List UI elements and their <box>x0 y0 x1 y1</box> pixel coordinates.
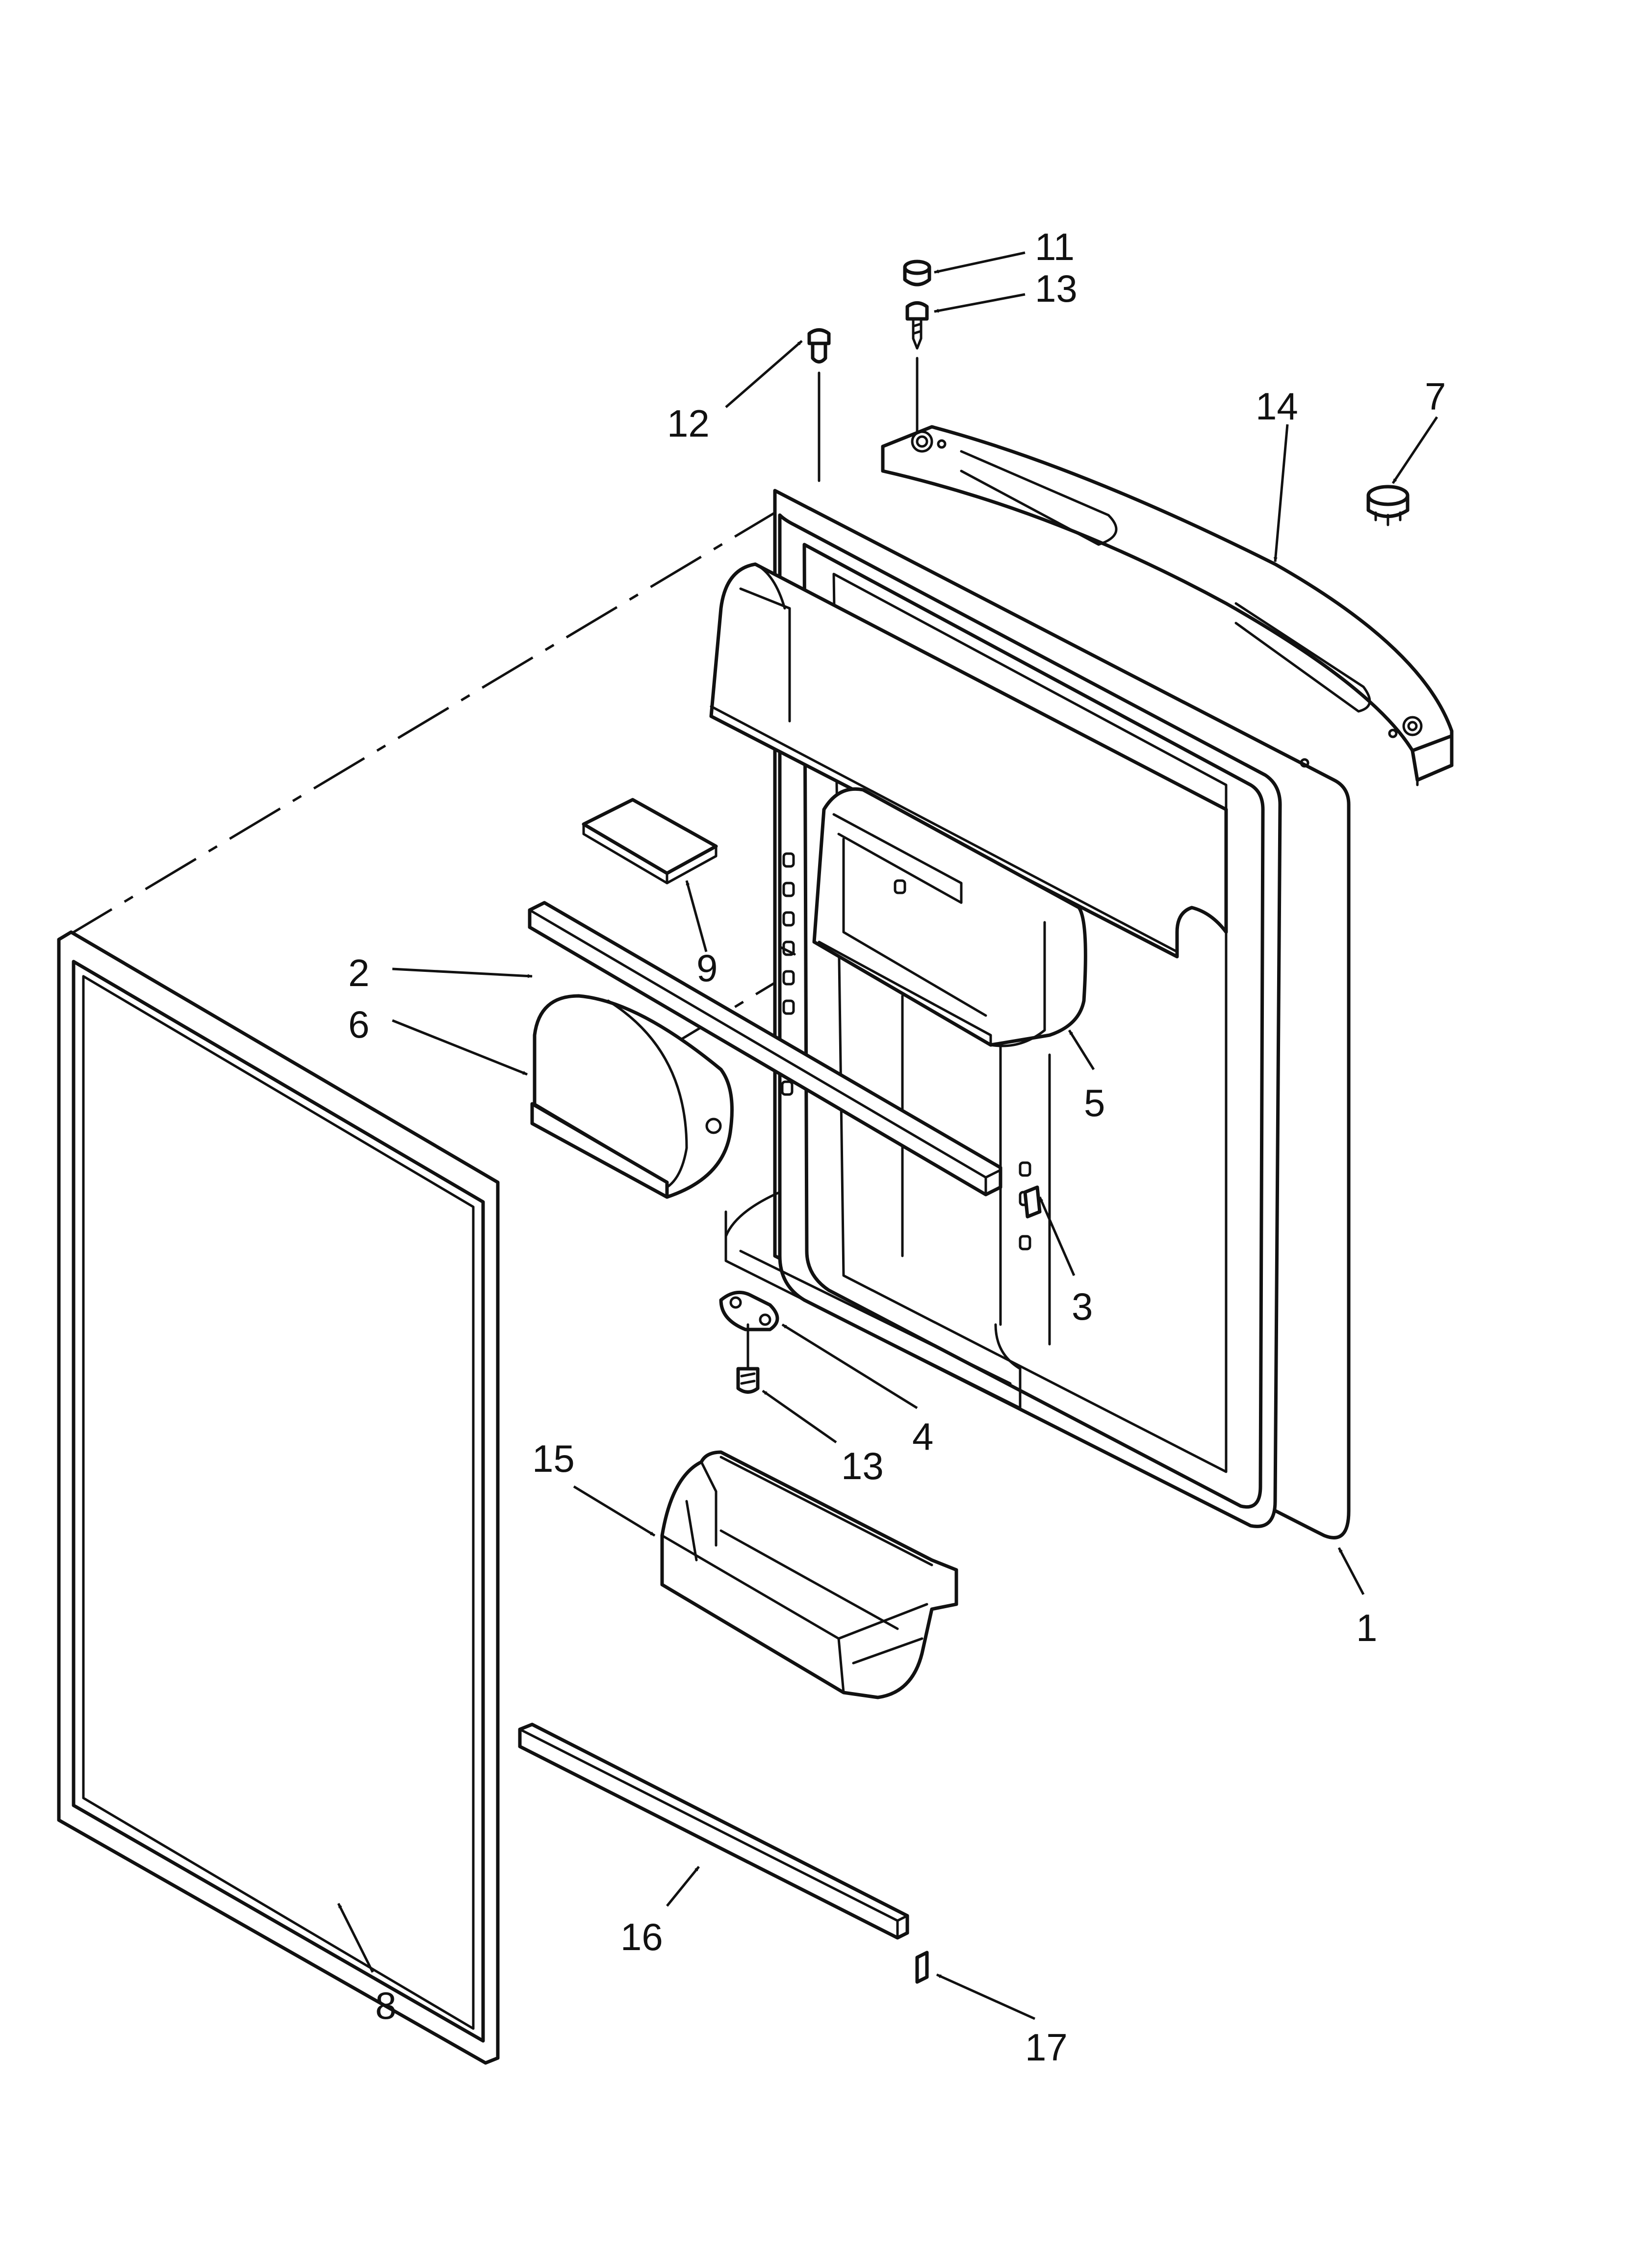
leaders <box>337 251 1438 2020</box>
callout-14: 14 <box>1256 385 1298 428</box>
hole-plug-part <box>1366 485 1410 526</box>
callout-2: 2 <box>348 951 369 994</box>
stop-pin-part <box>807 328 831 482</box>
upper-bin-part <box>812 787 1087 1047</box>
upper-screw-part <box>905 301 929 433</box>
callout-17: 17 <box>1025 2026 1068 2069</box>
callout-12: 12 <box>667 402 710 445</box>
callout-11: 11 <box>1035 225 1075 268</box>
hinge-part <box>719 1290 779 1370</box>
bottom-trim-part <box>518 1722 909 1940</box>
callout-15: 15 <box>532 1437 575 1480</box>
callout-16: 16 <box>620 1915 663 1958</box>
door-bin-part <box>660 1450 958 1699</box>
door-cap-part <box>881 425 1454 786</box>
callout-8: 8 <box>375 1984 396 2027</box>
end-cap-part <box>915 1951 929 1984</box>
callout-13-upper: 13 <box>1035 267 1078 310</box>
callout-7: 7 <box>1425 375 1446 418</box>
callout-1: 1 <box>1356 1606 1377 1649</box>
shelf-bar-part <box>528 901 1002 1197</box>
callout-9: 9 <box>696 946 718 990</box>
dairy-bin-part <box>530 994 734 1199</box>
small-cover-part <box>582 798 718 885</box>
hinge-screw-part <box>736 1367 760 1394</box>
callout-13-lower: 13 <box>841 1444 884 1487</box>
callout-5: 5 <box>1084 1081 1105 1124</box>
plug-part <box>903 260 931 287</box>
callout-labels: 11 13 12 7 14 9 2 6 5 3 4 13 15 1 8 16 1… <box>348 225 1446 2069</box>
callout-6: 6 <box>348 1003 369 1046</box>
callout-3: 3 <box>1072 1285 1093 1328</box>
gasket-part <box>57 930 500 2065</box>
bracket-part <box>1023 1185 1042 1219</box>
callout-4: 4 <box>912 1415 933 1458</box>
